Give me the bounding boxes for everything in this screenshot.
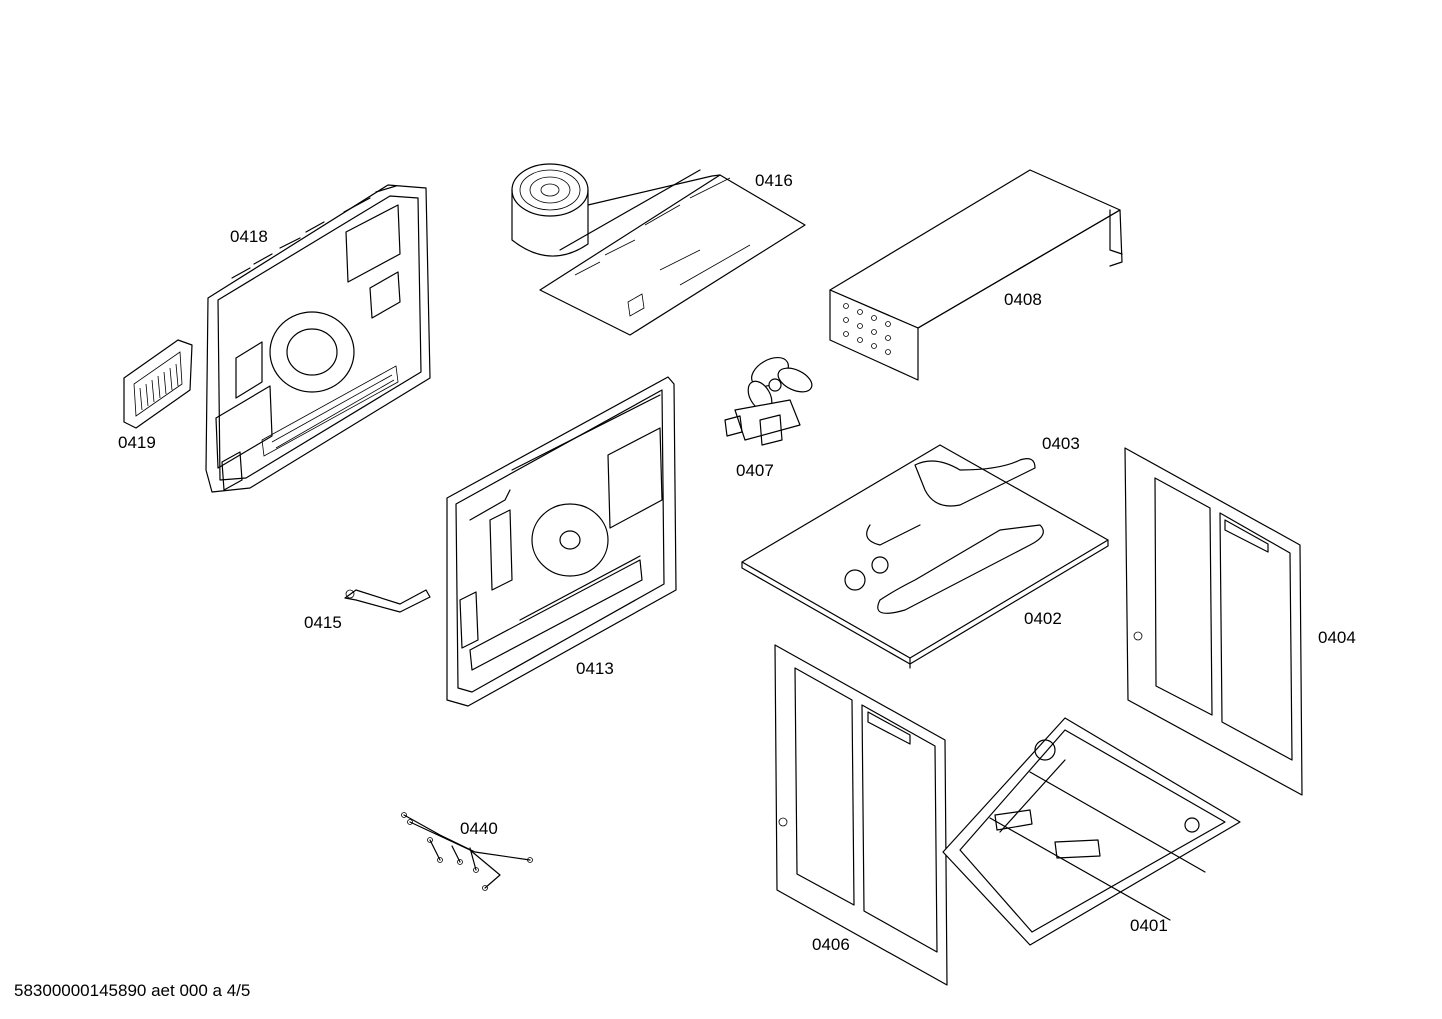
- part-0404-right-side-panel: [1124, 447, 1303, 796]
- label-0407: 0407: [736, 461, 774, 480]
- label-0406: 0406: [812, 935, 850, 954]
- label-0415: 0415: [304, 613, 342, 632]
- label-0413: 0413: [576, 659, 614, 678]
- part-0413-back-panel: [446, 376, 677, 707]
- label-0416: 0416: [755, 171, 793, 190]
- label-0408: 0408: [1004, 290, 1042, 309]
- part-0402-top-plate: [741, 444, 1109, 669]
- part-0419-grille: [123, 339, 193, 429]
- label-0401: 0401: [1130, 916, 1168, 935]
- part-0401-bottom-plate: [942, 717, 1241, 946]
- part-0407-fan-motor: [724, 356, 813, 446]
- drawing-reference-footer: 58300000145890 aet 000 a 4/5: [14, 981, 251, 1000]
- part-0408-top-cover: [829, 169, 1123, 381]
- label-0418: 0418: [230, 227, 268, 246]
- label-0419: 0419: [118, 433, 156, 452]
- part-0415-bracket: [344, 589, 431, 613]
- label-0403: 0403: [1042, 434, 1080, 453]
- part-0418-rear-panel: [205, 184, 431, 493]
- part-0416-fan-duct: [511, 163, 806, 336]
- part-0440-wiring-harness: [401, 812, 533, 891]
- part-0403-heating-element: [866, 458, 1044, 614]
- part-0406-left-side-panel: [774, 644, 948, 986]
- label-0404: 0404: [1318, 628, 1356, 647]
- label-0440: 0440: [460, 819, 498, 838]
- label-0402: 0402: [1024, 609, 1062, 628]
